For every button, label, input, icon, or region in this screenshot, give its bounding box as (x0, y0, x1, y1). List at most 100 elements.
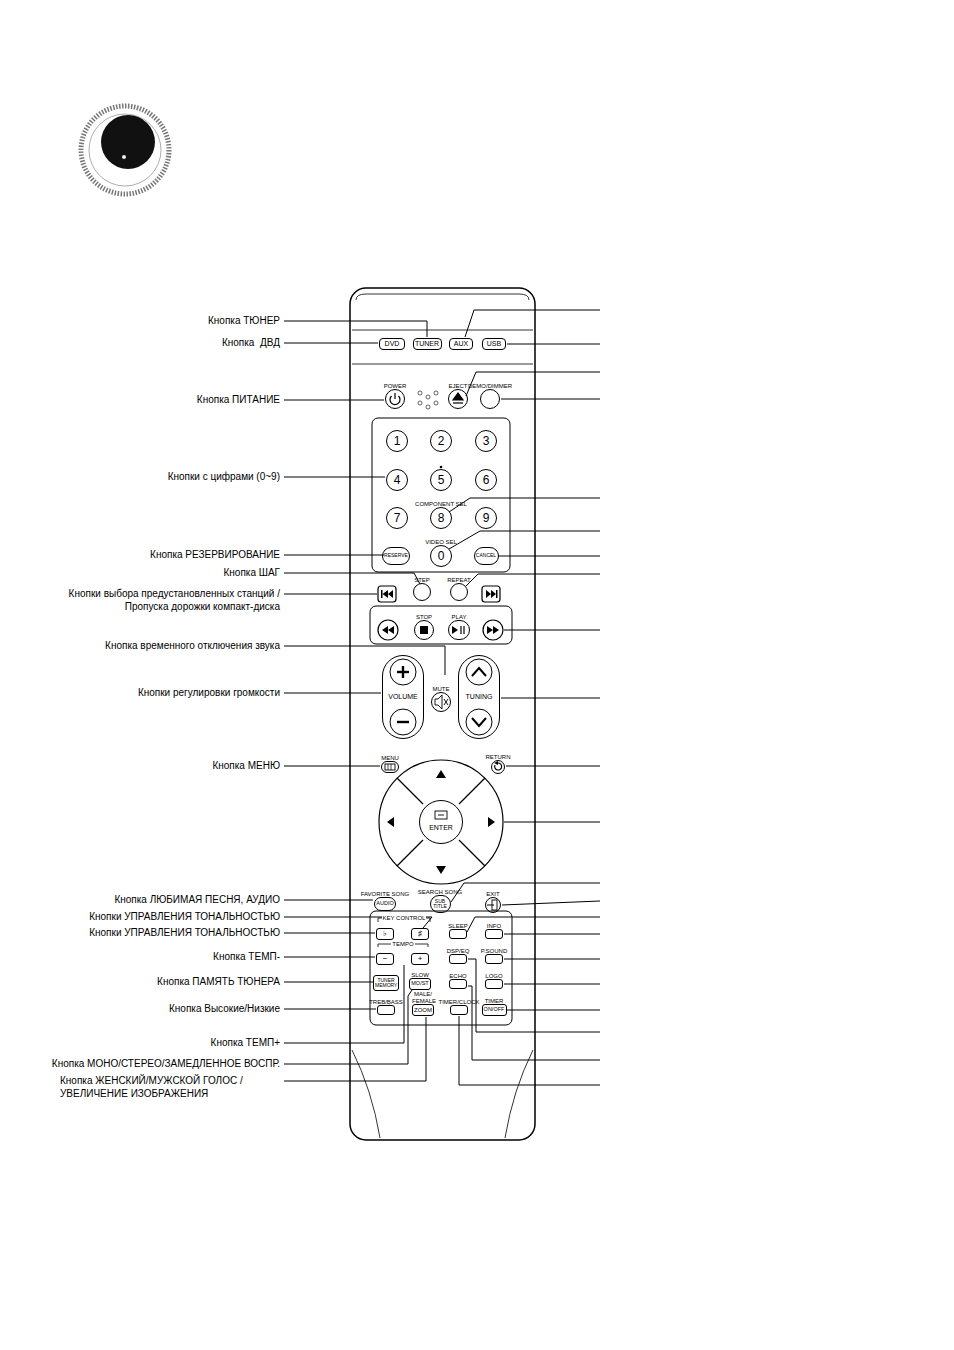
drawing-part (491, 590, 496, 598)
remote-button: TIMERON/OFF (482, 1004, 507, 1016)
button-label: VOLUME (388, 693, 418, 700)
drawing-part (466, 709, 492, 735)
remote-button: AUX (449, 338, 473, 350)
remote-button: ECHO (449, 979, 467, 989)
callout-label: Кнопка МЕНЮ (212, 760, 280, 773)
drawing-part (466, 659, 492, 685)
button-label: TUNER MEMORY (375, 978, 397, 989)
button-label: 2 (438, 435, 445, 448)
leader-line (498, 556, 600, 557)
drawing-part (356, 294, 529, 300)
callout-label: Кнопки УПРАВЛЕНИЯ ТОНАЛЬНОСТЬЮ (89, 927, 280, 940)
button-caption: DEMO/DIMMER (468, 383, 512, 389)
ir-dots (418, 391, 438, 409)
remote-button: 6 (475, 469, 497, 491)
remote-button: MALE/ FEMALEZOOM (412, 1004, 434, 1016)
drawing-part (436, 770, 446, 778)
drawing-part (390, 709, 416, 735)
drawing-part (426, 405, 430, 409)
button-caption: MENU (381, 755, 399, 761)
leader-line (451, 883, 600, 902)
tactile-dot (440, 466, 443, 469)
remote-button: PLAY (448, 620, 470, 640)
leader-line (284, 343, 378, 344)
drawing-part (426, 395, 430, 399)
button-label: + (418, 955, 423, 963)
remote-button: VOLUME (382, 655, 424, 739)
drawing-part (438, 815, 444, 816)
button-caption: TREB/BASS (369, 999, 403, 1005)
leader-line (284, 957, 375, 958)
callout-label: Кнопка ПИТАНИЕ (197, 394, 280, 407)
leader-line (459, 1016, 600, 1085)
drawing-part (487, 626, 493, 634)
callout-label: Кнопка ТЕМП- (213, 951, 280, 964)
remote-button: TIMER/CLOCK (450, 1005, 468, 1015)
drawing-part (388, 764, 389, 770)
leader-line (284, 900, 373, 901)
button-caption: EXIT (486, 891, 499, 897)
drawing-part (453, 393, 463, 400)
drawing-part (436, 866, 446, 874)
remote-button: COMPONENT SEL8 (430, 507, 452, 529)
remote-button: RETURN (491, 760, 505, 774)
drawing-part (444, 699, 448, 705)
remote-button: 5 (430, 469, 452, 491)
callout-label: Кнопка ШАГ (223, 567, 280, 580)
remote-button: 1 (386, 430, 408, 452)
leader-line (284, 1009, 376, 1010)
button-label: ♭ (383, 930, 387, 938)
drawing-part (350, 288, 535, 1140)
remote-button: TUNER MEMORY (373, 975, 399, 991)
drawing-part (382, 626, 388, 634)
remote-button: EJECT (448, 389, 468, 409)
button-label: DVD (385, 340, 400, 347)
callout-label: Кнопки с цифрами (0~9) (168, 471, 280, 484)
button-caption: LOGO (485, 973, 502, 979)
drawing-part (459, 778, 485, 804)
leader-line (504, 934, 600, 935)
leader-line (284, 594, 377, 595)
callout-label: Кнопка ТЮНЕР (208, 315, 280, 328)
button-label: ENTER (429, 824, 453, 831)
drawing-part (418, 401, 422, 405)
button-label: CANCEL (476, 553, 496, 558)
drawing-part (101, 115, 155, 169)
leader-line (284, 573, 420, 584)
drawing-part (496, 590, 498, 598)
remote-button: EXIT (485, 897, 501, 913)
drawing-part (418, 391, 422, 395)
remote-button: INFO (485, 929, 503, 939)
button-caption: MALE/ FEMALE (412, 991, 434, 1004)
callout-label: Кнопки УПРАВЛЕНИЯ ТОНАЛЬНОСТЬЮ (89, 911, 280, 924)
button-label: USB (487, 340, 501, 347)
button-caption: TIMER/CLOCK (438, 999, 479, 1005)
leader-lines (284, 310, 600, 1085)
button-caption: EJECT (448, 383, 467, 389)
leader-line (284, 693, 381, 694)
drawing-part (81, 106, 169, 194)
button-caption: TIMER (485, 998, 504, 1004)
remote-button: ♭ (376, 928, 394, 940)
button-caption: MUTE (433, 686, 450, 692)
button-icons (385, 393, 502, 910)
drawing-part (378, 620, 398, 640)
remote-button: RESERVE (382, 547, 410, 565)
remote-button: REPEAT (450, 583, 468, 601)
leader-line (465, 310, 600, 337)
leader-line (284, 766, 380, 767)
drawing-part (397, 778, 423, 804)
leader-line (284, 965, 404, 1043)
remote-button: − (376, 953, 394, 965)
drawing-part (378, 586, 396, 602)
leader-line (504, 959, 600, 960)
leader-line (468, 959, 600, 1032)
button-caption: ECHO (449, 973, 466, 979)
remote-button: STOP (414, 620, 434, 640)
remote-button: SLEEP (449, 929, 467, 939)
leader-line (502, 901, 600, 905)
remote-button: DSP/EQ (449, 954, 467, 964)
button-label: 7 (394, 512, 401, 525)
button-label: 1 (394, 435, 401, 448)
